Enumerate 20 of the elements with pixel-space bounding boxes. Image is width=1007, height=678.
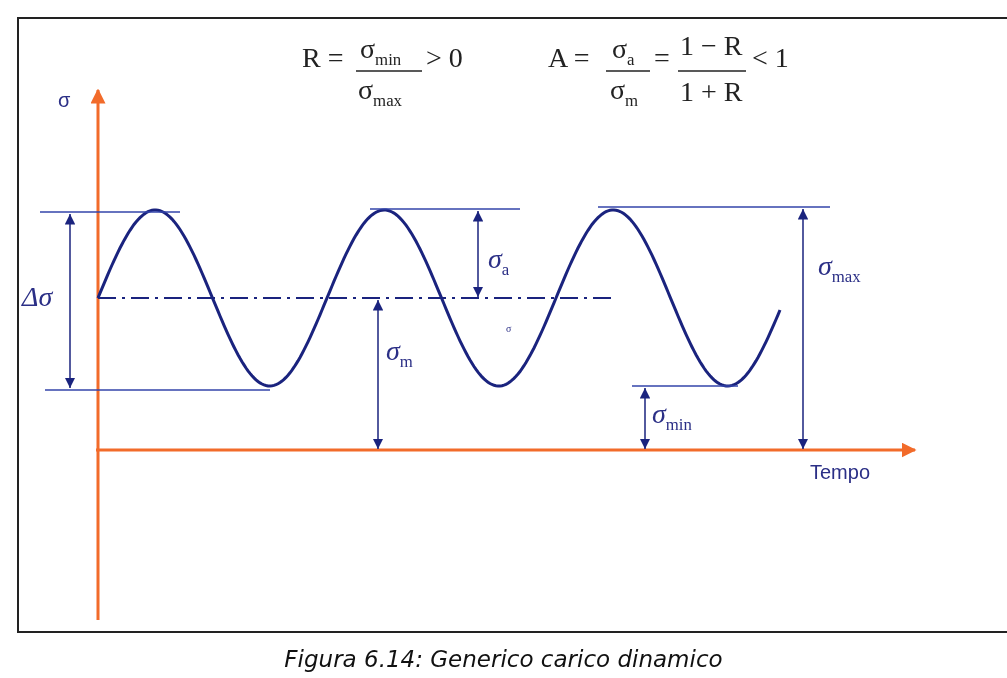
dimension-label: Δσ — [22, 283, 53, 311]
formula-text: = — [654, 44, 670, 72]
formula-text: σ$_{a}$ — [612, 35, 635, 69]
dimension-label: σ$_{min}$ — [652, 400, 692, 434]
formula-text: R = — [302, 44, 344, 72]
axis-label: Tempo — [810, 462, 871, 482]
formula-text: 1 − R — [680, 32, 743, 60]
formula-text: A = — [548, 44, 590, 72]
formula-text: σ$_{m}$ — [610, 76, 639, 110]
formula-text: 1 + R — [680, 78, 743, 106]
formula-text: > 0 — [426, 44, 463, 72]
dimension-label: σ — [506, 324, 512, 334]
formula-text: < 1 — [752, 44, 789, 72]
dimension-label: σ$_{a}$ — [488, 245, 510, 279]
formula-text: σ$_{min}$ — [360, 35, 402, 69]
axis-label: σ — [58, 90, 71, 110]
dimension-label: σ$_{m}$ — [386, 337, 413, 371]
formula-text: σ$_{max}$ — [358, 76, 402, 110]
figure-caption: Figura 6.14: Generico carico dinamico — [283, 646, 724, 672]
dimension-label: σ$_{max}$ — [818, 252, 861, 286]
